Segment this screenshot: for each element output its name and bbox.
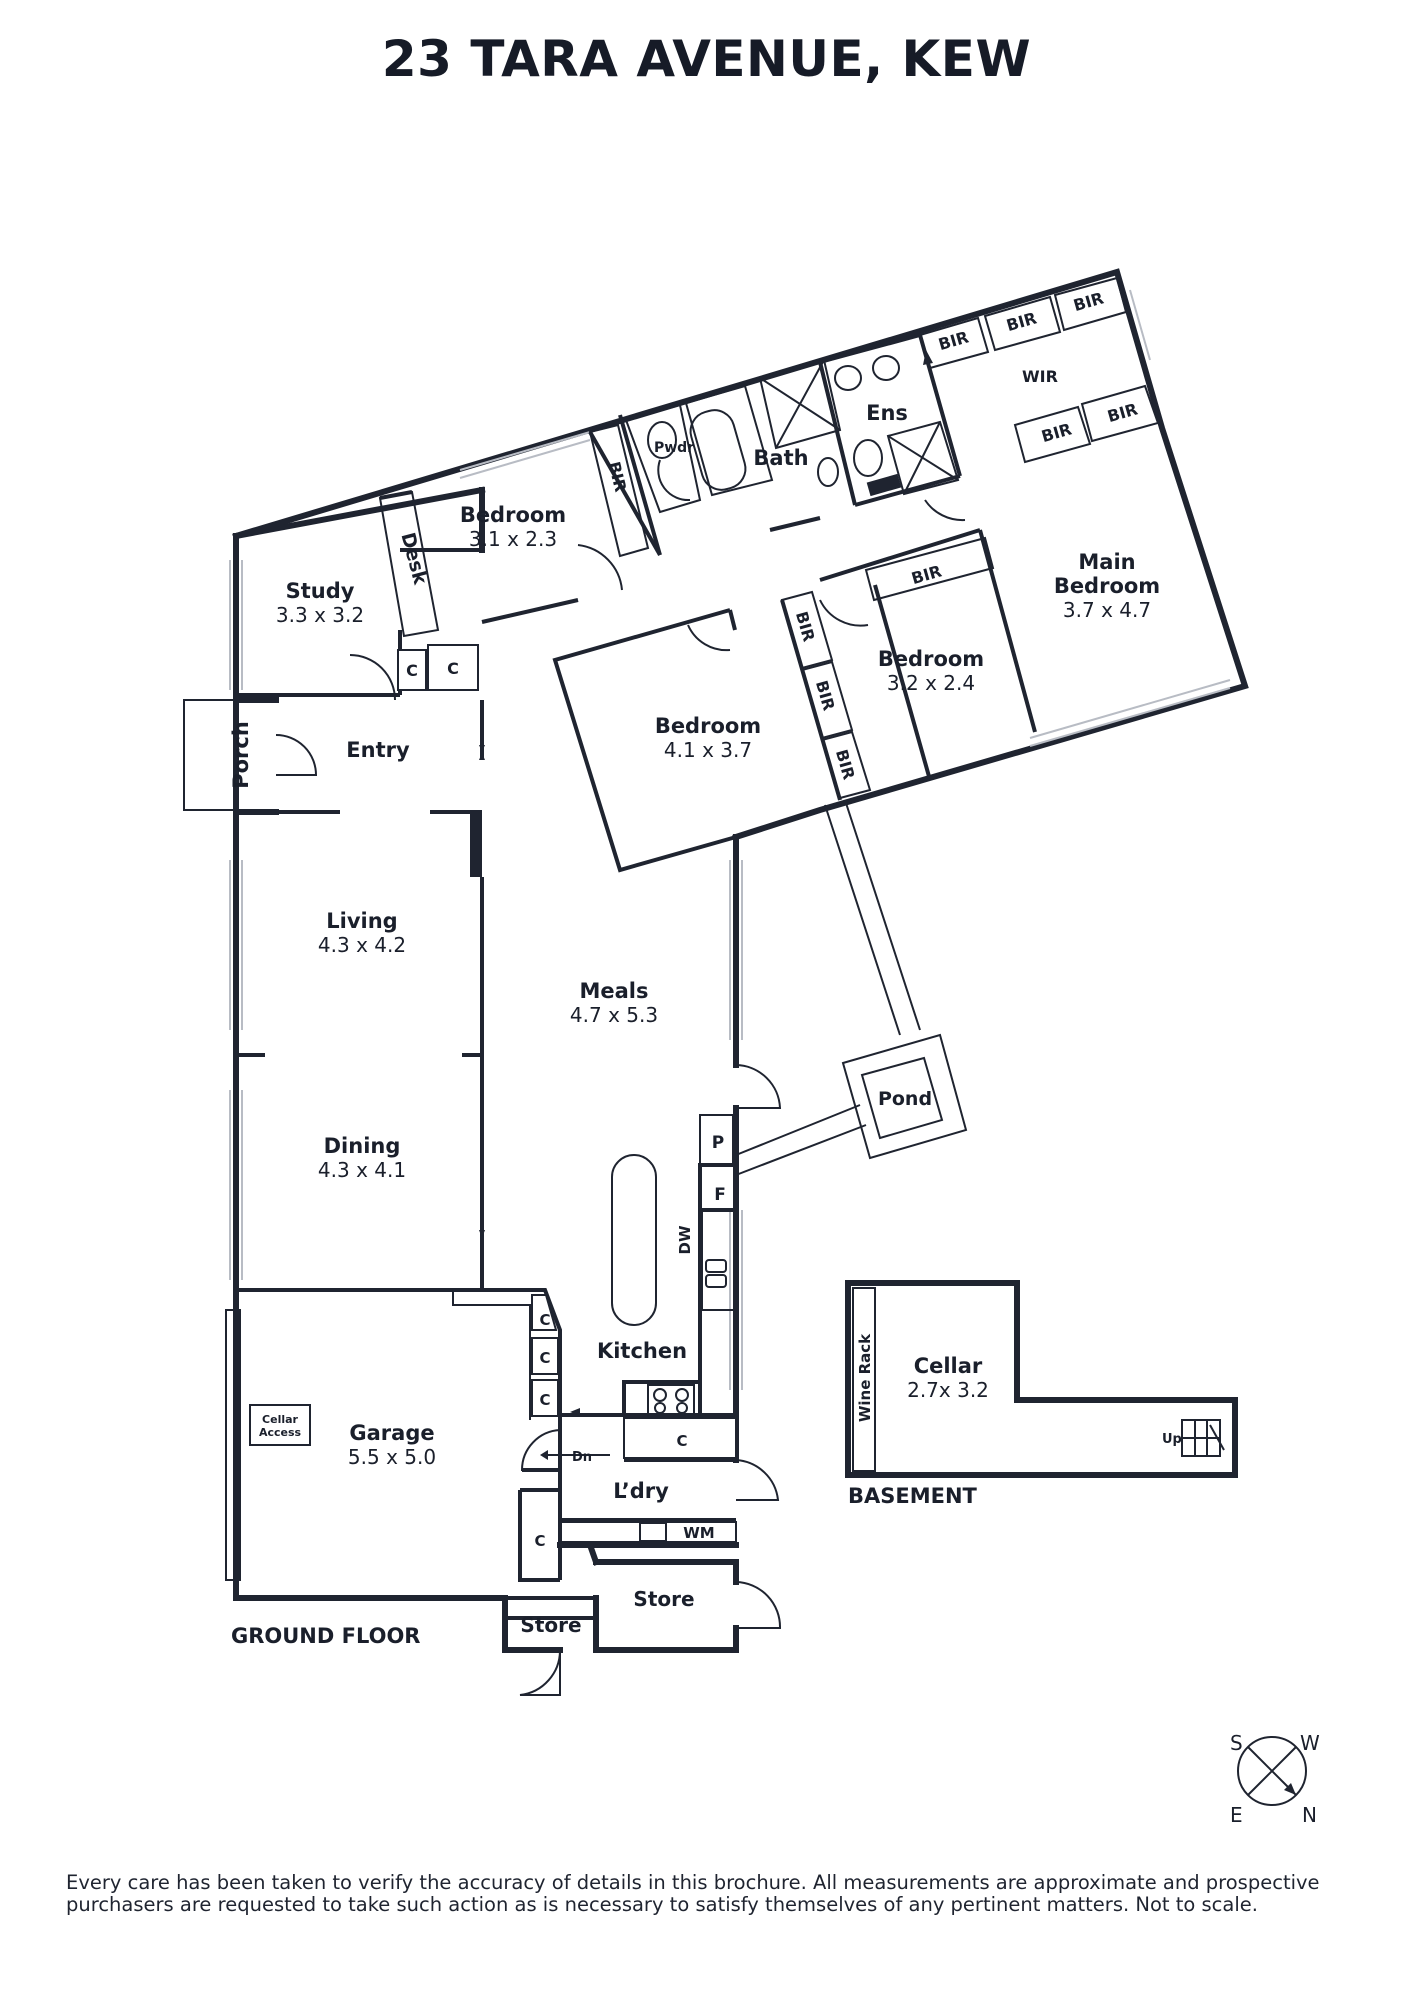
meals-kitchen-walls — [452, 834, 782, 1580]
bedroom2-size: 4.1 x 3.7 — [664, 738, 752, 762]
compass-s: S — [1230, 1731, 1243, 1755]
ens-label: Ens — [866, 401, 908, 425]
compass-w: W — [1300, 1731, 1320, 1755]
bir-top-2: BIR — [1004, 308, 1039, 335]
cupboard-c2: C — [447, 659, 459, 678]
bir-top-1: BIR — [936, 327, 971, 354]
basement-walls — [845, 1280, 1238, 1478]
pantry-label: P — [712, 1133, 724, 1153]
dining-size: 4.3 x 4.1 — [318, 1158, 406, 1182]
basement-label: BASEMENT — [848, 1484, 978, 1508]
entry-label: Entry — [346, 738, 410, 762]
wir-label: WIR — [1022, 367, 1058, 386]
left-wing-walls — [183, 486, 508, 1601]
bedroom1-size: 3.1 x 2.3 — [469, 527, 557, 551]
bath-label: Bath — [753, 446, 808, 470]
bedroom3-size: 3.2 x 2.4 — [887, 671, 975, 695]
compass-n: N — [1302, 1803, 1317, 1827]
cupboard-k3: C — [539, 1391, 550, 1409]
store2-label: Store — [633, 1587, 694, 1611]
cupboard-c1: C — [406, 661, 418, 680]
garage-size: 5.5 x 5.0 — [348, 1445, 436, 1469]
living-label: Living — [326, 909, 397, 933]
ground-floor-label: GROUND FLOOR — [231, 1624, 420, 1648]
pond-bridges — [735, 799, 968, 1176]
cupboard-k4: C — [676, 1432, 687, 1450]
kitchen-label: Kitchen — [597, 1339, 687, 1363]
compass: S W E N — [1230, 1731, 1320, 1827]
store1-label: Store — [520, 1613, 581, 1637]
study-label: Study — [286, 579, 355, 603]
dining-label: Dining — [324, 1134, 401, 1158]
up-label: Up — [1162, 1432, 1182, 1447]
laundry-label: L’dry — [613, 1479, 669, 1503]
garage-label: Garage — [349, 1421, 434, 1445]
bedroom2-label: Bedroom — [655, 714, 761, 738]
compass-e: E — [1230, 1803, 1243, 1827]
cellar-access-2: Access — [259, 1426, 302, 1439]
laundry-walls — [502, 1429, 782, 1696]
room-labels: Study 3.3 x 3.2 Desk Bedroom 3.1 x 2.3 B… — [229, 288, 1182, 1648]
dw-label: DW — [676, 1225, 694, 1254]
wine-rack-label: Wine Rack — [856, 1333, 874, 1422]
main-bedroom-size: 3.7 x 4.7 — [1063, 598, 1151, 622]
bedroom3-label: Bedroom — [878, 647, 984, 671]
fridge-label: F — [714, 1185, 726, 1205]
disclaimer: Every care has been taken to verify the … — [66, 1871, 1320, 1916]
cellar-label: Cellar — [914, 1354, 983, 1378]
study-size: 3.3 x 3.2 — [276, 603, 364, 627]
cellar-access-1: Cellar — [262, 1413, 298, 1426]
bedroom1-label: Bedroom — [460, 503, 566, 527]
bir-wir-1: BIR — [1039, 419, 1074, 446]
page-title: 23 TARA AVENUE, KEW — [381, 30, 1032, 88]
porch-label: Porch — [229, 721, 253, 789]
cupboard-k1: C — [539, 1311, 550, 1329]
bedroom-wing-walls — [232, 268, 1249, 873]
pwdr-label: Pwdr — [654, 440, 694, 456]
bir-bedroom1: BIR — [604, 460, 630, 494]
bir-v1: BIR — [792, 609, 819, 644]
bir-top-3: BIR — [1071, 288, 1106, 315]
cupboard-laundry: C — [534, 1532, 545, 1550]
meals-size: 4.7 x 5.3 — [570, 1003, 658, 1027]
bir-wir-2: BIR — [1105, 399, 1140, 426]
desk-label: Desk — [396, 530, 431, 587]
meals-label: Meals — [579, 979, 648, 1003]
cellar-size: 2.7x 3.2 — [907, 1378, 989, 1402]
bir-bedroom3: BIR — [909, 561, 944, 588]
cupboard-k2: C — [539, 1349, 550, 1367]
main-bedroom-label-1: Main — [1078, 550, 1135, 574]
bir-v3: BIR — [832, 747, 859, 782]
living-size: 4.3 x 4.2 — [318, 933, 406, 957]
pond-label: Pond — [878, 1088, 932, 1110]
bir-v2: BIR — [812, 678, 839, 713]
compass-circle — [1237, 1736, 1307, 1806]
down-label: Dn — [572, 1450, 592, 1465]
main-bedroom-label-2: Bedroom — [1054, 574, 1160, 598]
wm-label: WM — [683, 1524, 714, 1542]
